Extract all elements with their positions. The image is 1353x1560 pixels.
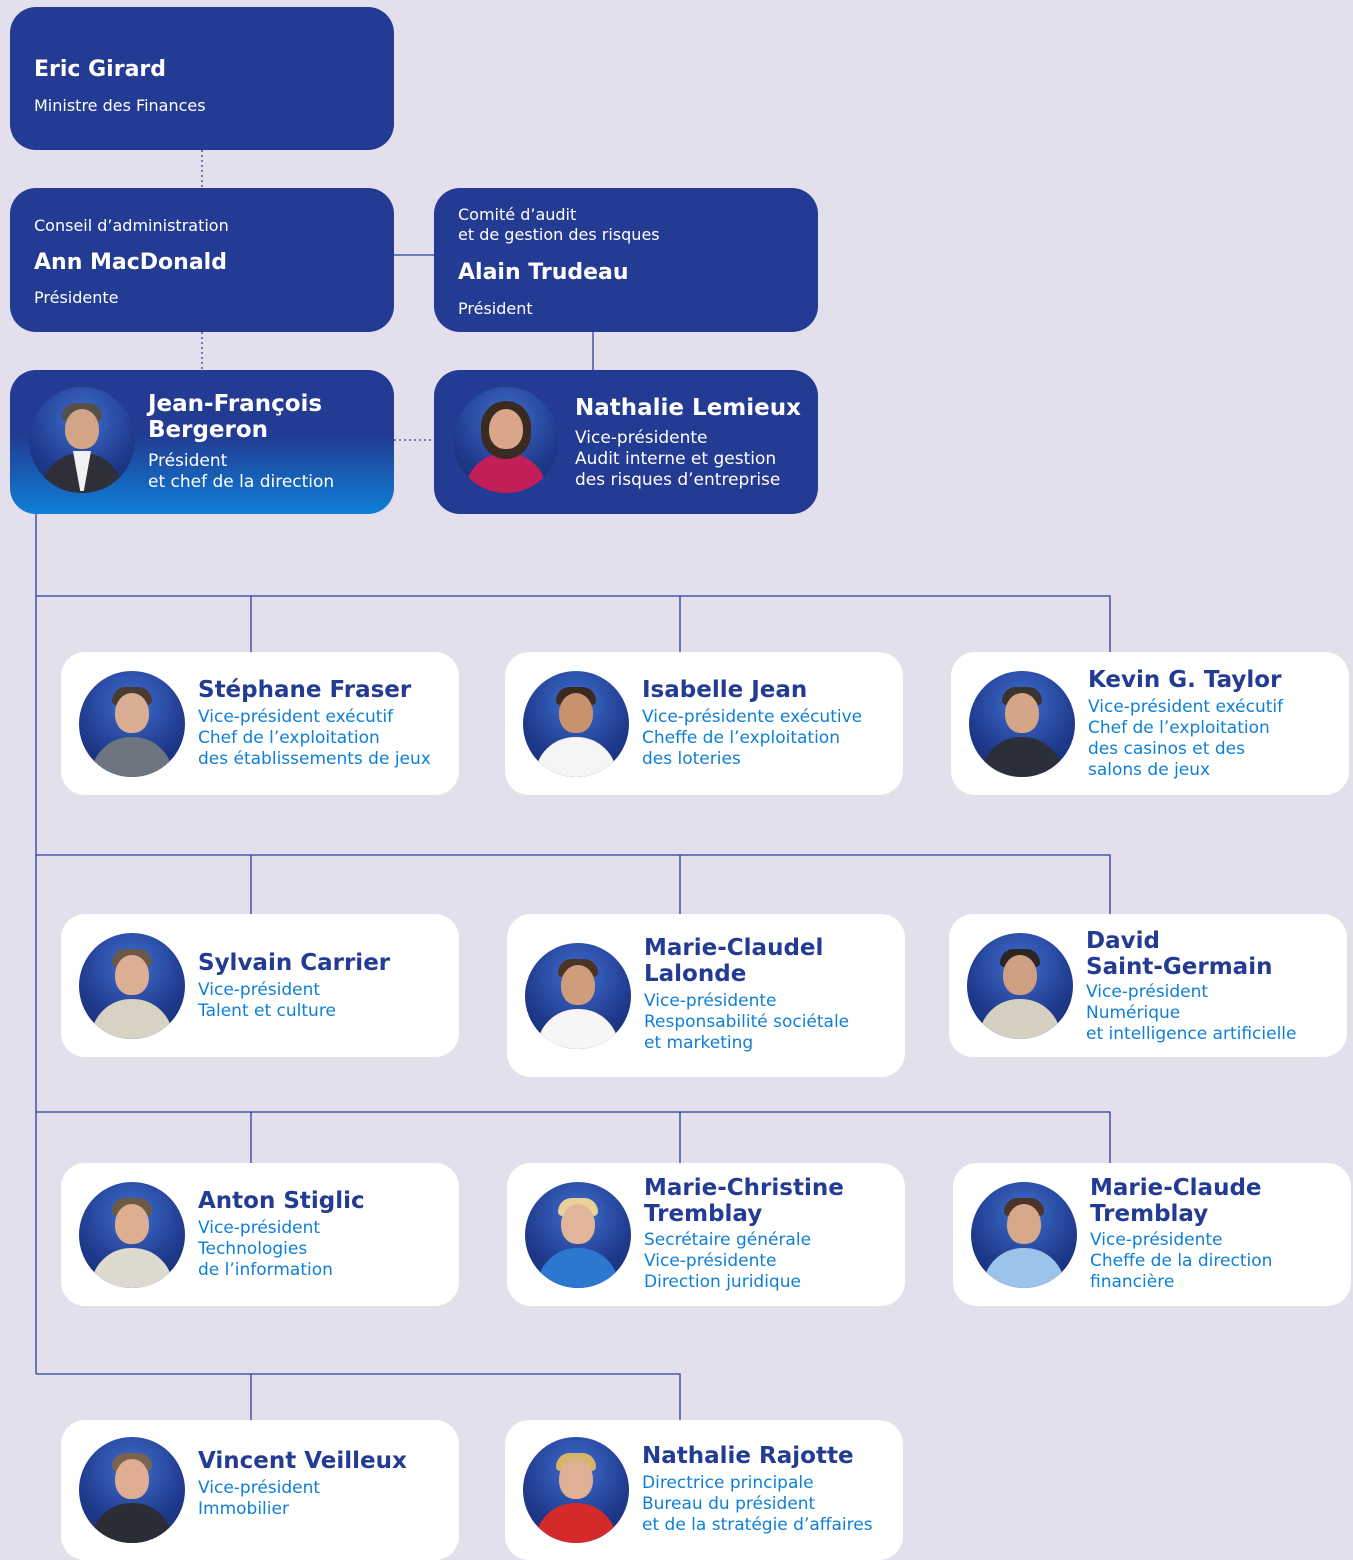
executive-name: Marie-Claudel Lalonde xyxy=(644,935,824,987)
executive-title: Vice-présidente exécutive Cheffe de l’ex… xyxy=(642,707,863,769)
audit-committee-heading: Comité d’audit et de gestion des risques xyxy=(458,205,660,244)
audit-vp-box: Nathalie Lemieux Vice-présidente Audit i… xyxy=(434,370,818,514)
person-portrait-icon xyxy=(969,671,1075,777)
executive-name: Isabelle Jean xyxy=(642,677,808,703)
executive-title: Directrice principale Bureau du présiden… xyxy=(642,1473,873,1535)
person-portrait-icon xyxy=(967,933,1073,1039)
minister-box: Eric Girard Ministre des Finances xyxy=(10,7,394,150)
executive-name: David Saint-Germain xyxy=(1086,928,1273,980)
audit-committee-chair-title: Président xyxy=(458,299,533,318)
executive-name: Kevin G. Taylor xyxy=(1088,667,1282,693)
executive-title: Vice-président Technologies de l’informa… xyxy=(198,1218,333,1280)
executive-name: Vincent Veilleux xyxy=(198,1448,407,1474)
person-portrait-icon xyxy=(523,671,629,777)
executive-title: Vice-président Immobilier xyxy=(198,1478,321,1519)
executive-title: Vice-président exécutif Chef de l’exploi… xyxy=(198,707,431,769)
audit-committee-box: Comité d’audit et de gestion des risques… xyxy=(434,188,818,332)
person-portrait-icon xyxy=(79,1437,185,1543)
ceo-box: Jean-François Bergeron Président et chef… xyxy=(10,370,394,514)
connector-row3 xyxy=(36,1111,1111,1163)
audit-committee-chair-name: Alain Trudeau xyxy=(458,260,629,285)
ceo-portrait-icon xyxy=(29,387,135,493)
person-portrait-icon xyxy=(525,1182,631,1288)
board-box: Conseil d’administration Ann MacDonald P… xyxy=(10,188,394,332)
executive-title: Vice-présidente Responsabilité sociétale… xyxy=(644,991,850,1053)
executive-name: Nathalie Rajotte xyxy=(642,1443,854,1469)
audit-vp-portrait-icon xyxy=(453,387,559,493)
executive-name: Marie-Claude Tremblay xyxy=(1090,1175,1262,1227)
board-chair-title: Présidente xyxy=(34,288,119,307)
connector-row4 xyxy=(36,1373,681,1420)
board-heading: Conseil d’administration xyxy=(34,216,229,235)
executive-name: Sylvain Carrier xyxy=(198,950,391,976)
person-portrait-icon xyxy=(523,1437,629,1543)
minister-title: Ministre des Finances xyxy=(34,96,206,115)
board-chair-name: Ann MacDonald xyxy=(34,250,227,275)
executive-title: Vice-président Numérique et intelligence… xyxy=(1086,982,1297,1044)
executive-title: Vice-président Talent et culture xyxy=(198,980,336,1021)
person-portrait-icon xyxy=(971,1182,1077,1288)
minister-name: Eric Girard xyxy=(34,57,167,82)
person-portrait-icon xyxy=(79,1182,185,1288)
ceo-name: Jean-François Bergeron xyxy=(148,391,323,443)
person-portrait-icon xyxy=(79,933,185,1039)
ceo-title: Président et chef de la direction xyxy=(148,451,335,492)
executive-title: Vice-président exécutif Chef de l’exploi… xyxy=(1088,697,1284,780)
connector-row2 xyxy=(36,854,1111,914)
person-portrait-icon xyxy=(525,943,631,1049)
executive-name: Stéphane Fraser xyxy=(198,677,412,703)
executive-title: Vice-présidente Cheffe de la direction f… xyxy=(1090,1230,1273,1292)
executive-name: Marie-Christine Tremblay xyxy=(644,1175,844,1227)
person-portrait-icon xyxy=(79,671,185,777)
executive-title: Secrétaire générale Vice-présidente Dire… xyxy=(644,1230,812,1292)
audit-vp-name: Nathalie Lemieux xyxy=(575,395,801,421)
executive-name: Anton Stiglic xyxy=(198,1188,365,1214)
connector-row1 xyxy=(36,595,1111,652)
audit-vp-title: Vice-présidente Audit interne et gestion… xyxy=(575,428,781,490)
